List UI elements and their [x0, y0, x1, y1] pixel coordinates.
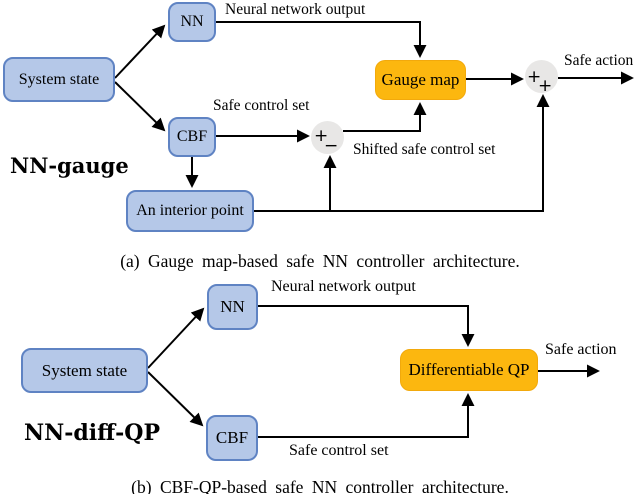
- minus-sign: −: [324, 136, 339, 156]
- node-interior-point: An interior point: [126, 190, 254, 232]
- architecture-tag-nn-gauge: NN-gauge: [10, 153, 129, 178]
- node-differentiable-qp: Differentiable QP: [400, 349, 538, 391]
- caption-b: (b) CBF-QP-based safe NN controller arch…: [131, 477, 509, 494]
- node-system-state-b: System state: [21, 348, 148, 393]
- architecture-tag-nn-diff-qp: NN-diff-QP: [24, 420, 160, 446]
- plus-sign: +: [538, 76, 553, 96]
- sum-junction-shift: + −: [311, 121, 344, 156]
- caption-a: (a) Gauge map-based safe NN controller a…: [120, 251, 520, 271]
- label-neural-network-output-b: Neural network output: [271, 278, 416, 295]
- label-safe-control-set-a: Safe control set: [213, 97, 310, 114]
- edge-state-to-cbf-a: [114, 81, 166, 132]
- edge-cbf-to-qp: [258, 393, 475, 438]
- edge-interior-to-sum2: [254, 94, 550, 212]
- label-neural-network-output-a: Neural network output: [225, 1, 366, 18]
- plus-sign: +: [314, 126, 329, 146]
- node-gauge-map: Gauge map: [375, 60, 466, 100]
- label-shifted-safe-control-set: Shifted safe control set: [353, 141, 496, 158]
- node-nn-b: NN: [207, 284, 258, 330]
- label-safe-action-a: Safe action: [564, 52, 634, 69]
- sum-junction-output: + +: [525, 60, 558, 96]
- label-safe-control-set-b: Safe control set: [289, 442, 389, 459]
- edge-state-to-cbf-b: [147, 371, 204, 427]
- node-cbf-a: CBF: [168, 117, 216, 157]
- plus-sign: +: [527, 67, 542, 87]
- node-cbf-b: CBF: [206, 415, 258, 461]
- node-nn-a: NN: [168, 2, 216, 42]
- edge-nn-to-gaugemap: [216, 21, 427, 58]
- edge-state-to-nn-b: [147, 307, 205, 369]
- edge-state-to-nn-a: [114, 24, 166, 79]
- edge-sum1-to-gaugemap: [343, 102, 427, 132]
- label-safe-action-b: Safe action: [545, 341, 617, 358]
- edge-nn-to-qp: [258, 305, 475, 347]
- node-system-state-a: System state: [3, 57, 115, 102]
